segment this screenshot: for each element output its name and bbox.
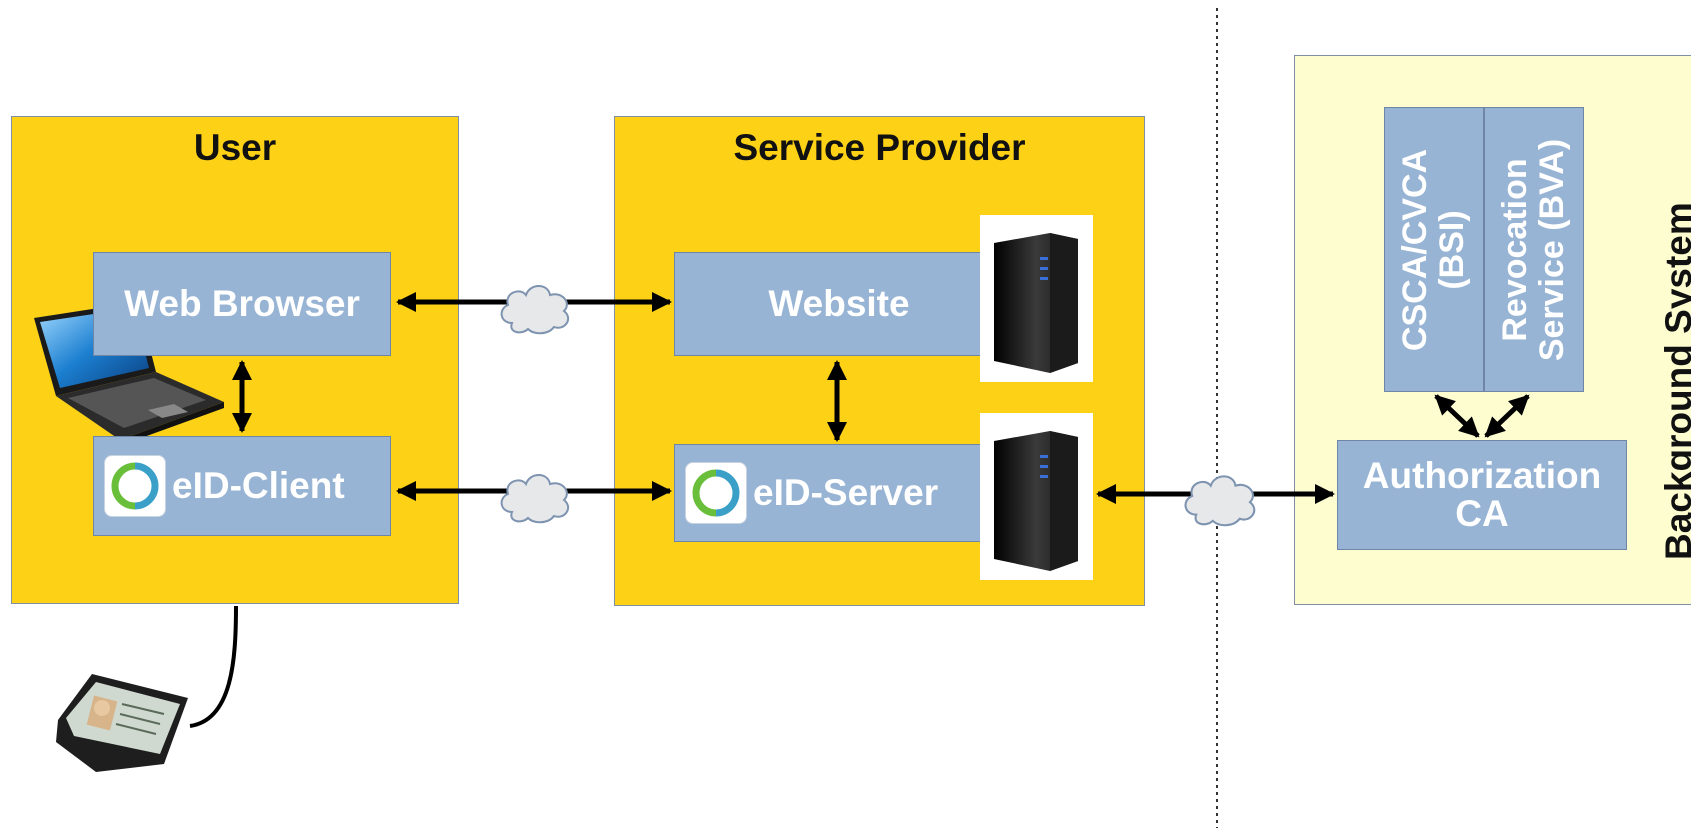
website-label: Website bbox=[768, 283, 910, 324]
card-reader-cable bbox=[189, 605, 238, 728]
cloud-icon bbox=[500, 473, 570, 524]
website-box: Website bbox=[674, 252, 1004, 356]
server-icon bbox=[980, 413, 1093, 580]
csca-authorization-link bbox=[1434, 394, 1480, 438]
service-provider-group-title: Service Provider bbox=[733, 127, 1026, 168]
id-card-reader-icon bbox=[56, 674, 188, 772]
web-browser-label: Web Browser bbox=[124, 283, 360, 324]
web-browser-box: Web Browser bbox=[93, 252, 391, 356]
eid-logo-icon bbox=[685, 462, 747, 524]
csca-cvca-box: CSCA/CVCA (BSI) bbox=[1384, 107, 1484, 392]
eid-logo-icon bbox=[104, 455, 166, 517]
revocation-service-box: Revocation Service (BVA) bbox=[1484, 107, 1584, 392]
revocation-authorization-link bbox=[1484, 394, 1530, 438]
authorization-ca-label-line2: CA bbox=[1455, 493, 1509, 534]
server-icon bbox=[980, 215, 1093, 382]
eid-client-box: eID-Client bbox=[93, 436, 391, 536]
browser-website-link bbox=[396, 284, 672, 335]
authorization-ca-box: Authorization CA bbox=[1337, 440, 1627, 550]
eid-server-label: eID-Server bbox=[753, 472, 939, 513]
eid-server-box: eID-Server bbox=[674, 444, 1004, 542]
server-authorization-link bbox=[1096, 475, 1335, 527]
user-group-title: User bbox=[193, 127, 277, 168]
authorization-ca-label-line1: Authorization bbox=[1362, 455, 1602, 496]
eid-client-label: eID-Client bbox=[172, 465, 345, 506]
cloud-icon bbox=[500, 284, 570, 335]
client-server-link bbox=[396, 473, 672, 524]
cloud-icon bbox=[1184, 475, 1256, 527]
